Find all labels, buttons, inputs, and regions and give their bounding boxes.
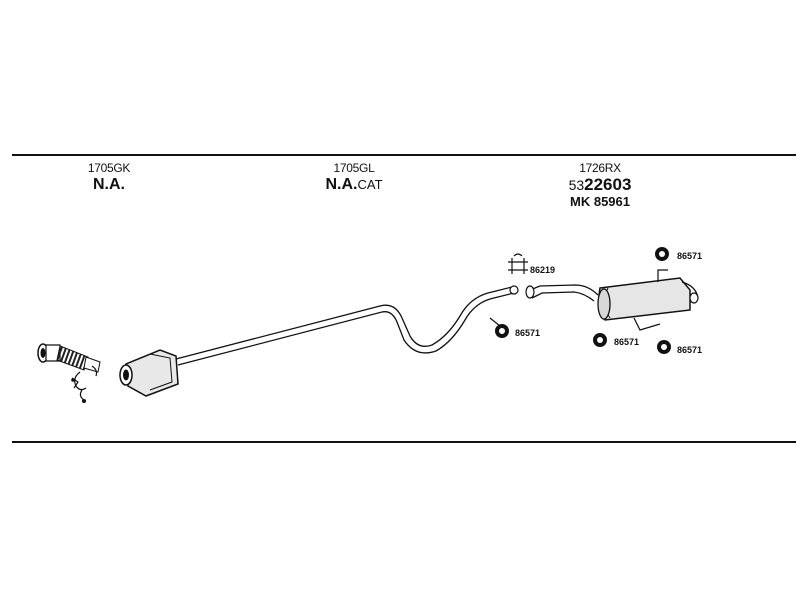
section-3-number-prefix: 53: [568, 177, 585, 193]
front-flex-pipe: [37, 343, 101, 403]
hanger-mid-right-part-number: 86571: [614, 337, 640, 347]
bottom-divider: [12, 441, 796, 443]
intermediate-pipe: [175, 286, 515, 366]
hanger-top-right-icon: [655, 247, 669, 261]
catalytic-converter: [119, 349, 179, 397]
hanger-front-part-number: 86571: [515, 328, 541, 338]
section-3-part-number: 5322603: [569, 175, 632, 195]
hanger-bottom-right-part-number: 86571: [677, 345, 703, 355]
hanger-mid-right-icon: [593, 333, 607, 347]
section-1-code: 1705GK: [87, 161, 131, 175]
section-3-mk: MK 85961: [570, 194, 630, 209]
section-2-status-suffix: CAT: [357, 177, 383, 192]
pipe-end: [509, 285, 519, 295]
section-3-code: 1726RX: [579, 161, 621, 175]
hanger-bottom-right-icon: [657, 340, 671, 354]
section-2-status: N.A.CAT: [325, 176, 382, 194]
section-2-status-main: N.A.: [325, 176, 358, 193]
section-1-status: N.A.: [93, 176, 125, 193]
clamp-part-number: 86219: [530, 265, 556, 275]
top-divider: [12, 154, 796, 156]
muffler-inlet: [525, 285, 535, 299]
rear-muffler: [597, 269, 699, 331]
clamp-icon: [508, 253, 528, 274]
section-3-number-main: 22603: [584, 175, 632, 194]
hanger-top-right-part-number: 86571: [677, 251, 703, 261]
rear-muffler-pipe: [529, 284, 599, 302]
section-2-code: 1705GL: [333, 161, 375, 175]
hanger-front-icon: [489, 317, 509, 338]
